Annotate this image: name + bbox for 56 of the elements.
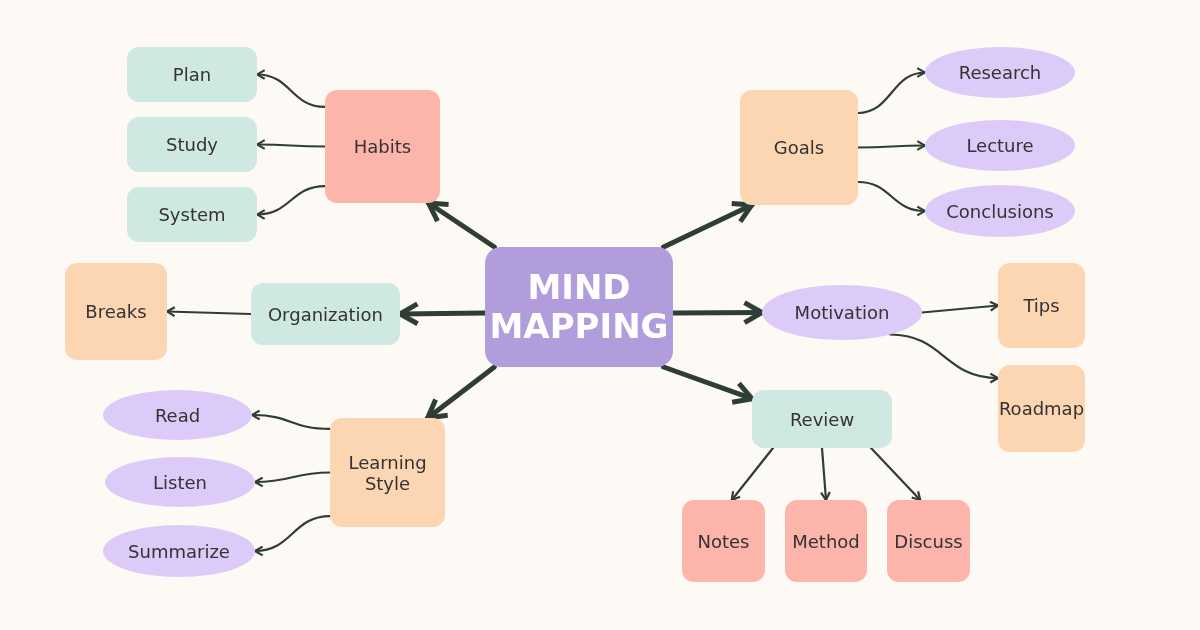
- arrow: [856, 180, 927, 216]
- topic-box: [785, 500, 867, 582]
- arrow: [250, 409, 332, 430]
- node-label: Motivation: [794, 302, 890, 323]
- node-label: System: [158, 204, 226, 225]
- arrow: [255, 139, 327, 151]
- arrow: [165, 306, 253, 318]
- node-label: Method: [792, 530, 860, 552]
- node-label: Study: [166, 134, 218, 155]
- topic-box: [251, 283, 400, 345]
- node-label: Goals: [773, 137, 825, 158]
- node-label: Lecture: [966, 135, 1034, 156]
- node-label: Listen: [153, 471, 207, 493]
- node-label: Habits: [353, 136, 412, 157]
- topic-box: [682, 500, 765, 582]
- topic-box: [127, 187, 257, 242]
- node-label: Notes: [697, 530, 750, 552]
- topic-box: [998, 365, 1085, 452]
- arrow: [920, 300, 1000, 314]
- node-label: Plan: [172, 64, 212, 85]
- arrow: [661, 364, 755, 405]
- topic-box: [740, 90, 858, 205]
- arrow: [869, 446, 922, 502]
- node-label: Read: [154, 404, 201, 426]
- topic-box: [330, 418, 445, 527]
- arrow: [425, 364, 497, 421]
- arrow: [253, 471, 332, 488]
- topic-box: [325, 90, 440, 203]
- arrow: [255, 184, 327, 220]
- topic-box: [887, 500, 970, 582]
- topic-box: [127, 117, 257, 172]
- arrow: [888, 333, 1000, 383]
- arrow: [730, 446, 775, 502]
- arrow: [661, 201, 755, 250]
- node-label: Learning Style: [347, 451, 428, 494]
- node-label: Review: [789, 408, 855, 430]
- arrow: [253, 515, 332, 556]
- topic-box: [998, 263, 1085, 348]
- arrow: [255, 69, 327, 109]
- node-label: Research: [958, 62, 1042, 83]
- node-label: Organization: [267, 303, 384, 325]
- node-label: MIND MAPPING: [489, 267, 669, 347]
- central-topic-box: [485, 247, 673, 367]
- arrow: [426, 200, 497, 250]
- node-label: Summarize: [128, 540, 230, 562]
- topic-box: [127, 47, 257, 102]
- arrow: [856, 67, 927, 115]
- arrow: [819, 446, 831, 502]
- node-label: Discuss: [894, 530, 963, 552]
- node-label: Breaks: [85, 301, 147, 322]
- topic-box: [752, 390, 892, 448]
- node-label: Tips: [1023, 295, 1060, 316]
- arrow: [856, 140, 927, 152]
- node-label: Roadmap: [998, 398, 1085, 419]
- node-label: Conclusions: [946, 200, 1054, 222]
- topic-box: [65, 263, 167, 360]
